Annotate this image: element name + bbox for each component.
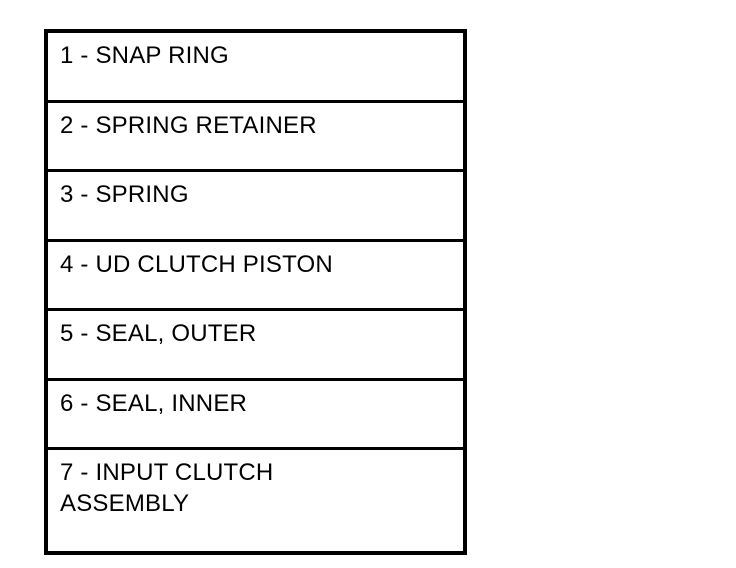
- legend-item-input-clutch-assembly: 7 - INPUT CLUTCH ASSEMBLY: [60, 459, 274, 517]
- legend-item-spring-retainer: 2 - SPRING RETAINER: [48, 103, 463, 172]
- parts-legend-table: 1 - SNAP RING 2 - SPRING RETAINER 3 - SP…: [44, 29, 467, 555]
- legend-item-snap-ring: 1 - SNAP RING: [48, 33, 463, 103]
- legend-item-spring: 3 - SPRING: [48, 172, 463, 242]
- legend-item-seal-inner: 6 - SEAL, INNER: [48, 381, 463, 450]
- legend-item-ud-clutch-piston: 4 - UD CLUTCH PISTON: [48, 242, 463, 311]
- legend-item-seal-outer: 5 - SEAL, OUTER: [48, 311, 463, 381]
